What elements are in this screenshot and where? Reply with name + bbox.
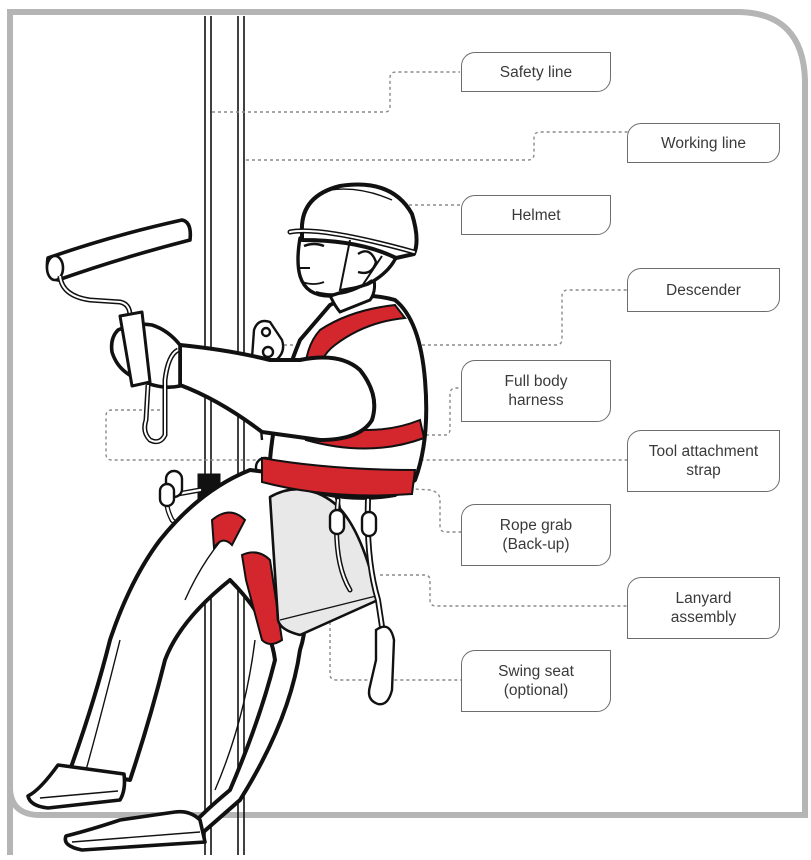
label-full-body-harness-line1: Full body <box>505 372 568 391</box>
label-lanyard-assembly-line2: assembly <box>671 608 736 627</box>
label-lanyard-assembly: Lanyard assembly <box>627 577 780 639</box>
label-helmet-text: Helmet <box>511 206 560 225</box>
left-shoe <box>28 765 125 808</box>
label-swing-seat-line2: (optional) <box>504 681 569 700</box>
label-full-body-harness: Full body harness <box>461 360 611 422</box>
label-swing-seat-line1: Swing seat <box>498 662 574 681</box>
label-safety-line-text: Safety line <box>500 63 572 82</box>
label-tool-attachment-strap-line1: Tool attachment <box>649 442 758 461</box>
label-rope-grab-line1: Rope grab <box>500 516 572 535</box>
label-lanyard-assembly-line1: Lanyard <box>675 589 731 608</box>
label-full-body-harness-line2: harness <box>508 391 563 410</box>
sleeve <box>180 345 374 440</box>
swing-seat <box>270 489 378 635</box>
safety-line-rope <box>205 16 211 855</box>
label-descender-text: Descender <box>666 281 741 300</box>
label-swing-seat: Swing seat (optional) <box>461 650 611 712</box>
label-descender: Descender <box>627 268 780 312</box>
label-rope-grab: Rope grab (Back-up) <box>461 504 611 566</box>
label-tool-attachment-strap: Tool attachment strap <box>627 430 780 492</box>
label-working-line-text: Working line <box>661 134 746 153</box>
label-rope-grab-line2: (Back-up) <box>502 535 569 554</box>
label-working-line: Working line <box>627 123 780 163</box>
working-line-rope <box>238 16 244 855</box>
label-tool-attachment-strap-line2: strap <box>686 461 720 480</box>
label-safety-line: Safety line <box>461 52 611 92</box>
label-helmet: Helmet <box>461 195 611 235</box>
